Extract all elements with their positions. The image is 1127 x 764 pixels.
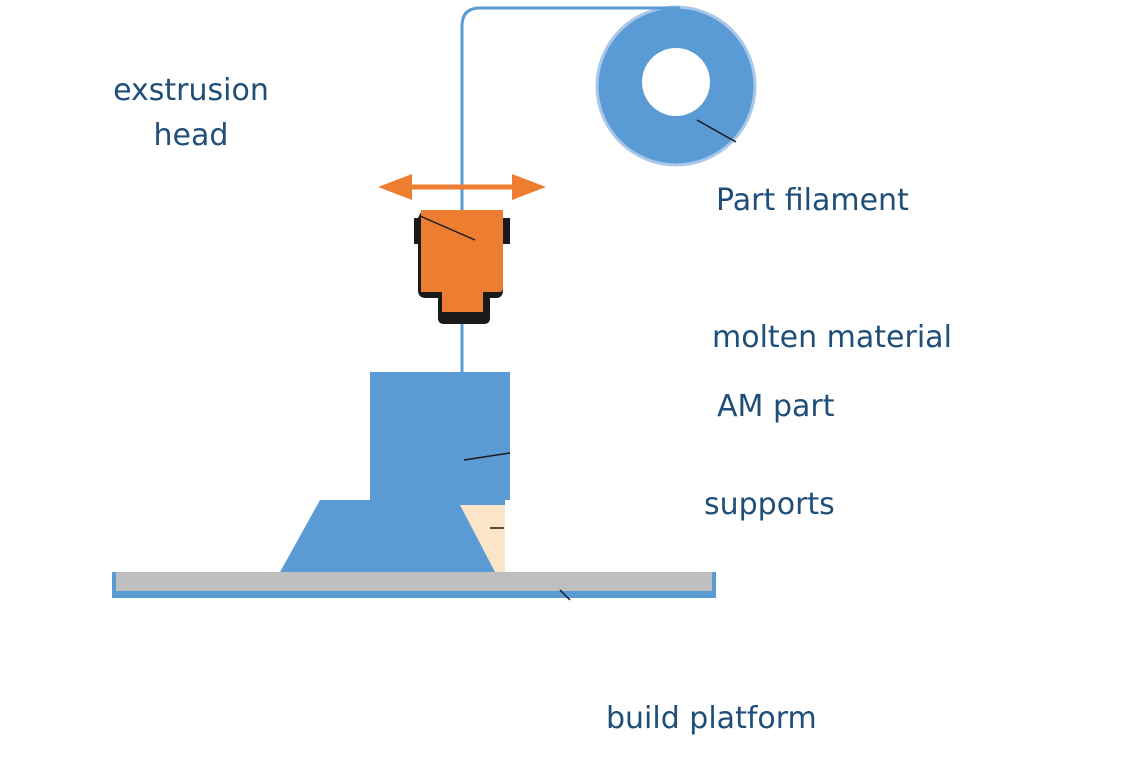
build-platform-label: build platform <box>606 701 817 736</box>
molten-material-label: molten material <box>712 320 952 355</box>
support-structure <box>460 505 505 572</box>
build-platform <box>112 572 716 601</box>
part-filament-label: Part filament <box>716 183 909 218</box>
build-platform-leader-line <box>559 589 571 601</box>
supports-label: supports <box>704 487 835 522</box>
movement-arrow <box>378 174 546 200</box>
am-part-leader-line <box>463 452 511 461</box>
extrusion-head-label: exstrusion head <box>108 68 274 158</box>
am-part <box>280 372 511 572</box>
am-part-label: AM part <box>717 389 835 424</box>
filament-spool <box>595 5 757 167</box>
extrusion-head <box>414 210 510 324</box>
filament-feed-line <box>460 6 680 210</box>
extrusion-head-label-line1: exstrusion <box>113 73 269 108</box>
extrusion-head-label-line2: head <box>153 118 229 153</box>
extrusion-head-leader-line <box>419 215 476 241</box>
filament-leader-line <box>696 119 737 143</box>
